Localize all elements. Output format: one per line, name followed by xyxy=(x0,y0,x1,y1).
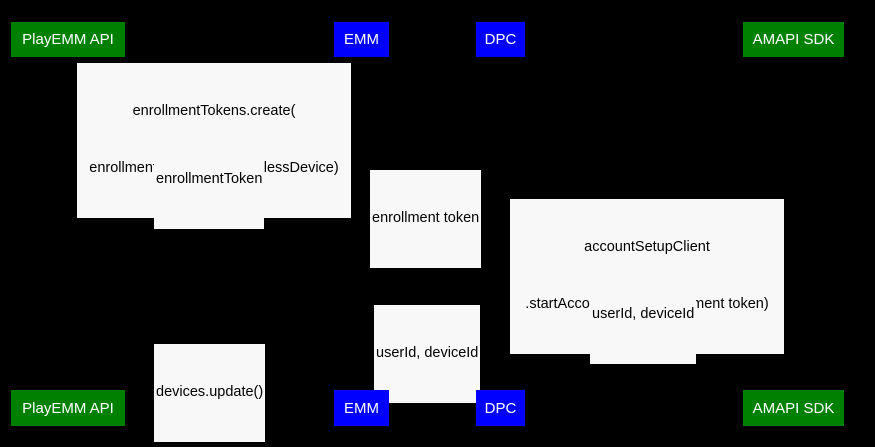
message-label-devices-update: devices.update() xyxy=(154,344,266,442)
message-label-enrollment-token-to-dpc: enrollment token xyxy=(370,170,482,268)
message-line: accountSetupClient xyxy=(584,239,710,255)
lifeline-emm xyxy=(361,57,362,390)
participant-footer-amapi-sdk[interactable]: AMAPI SDK xyxy=(743,390,844,426)
participant-header-dpc[interactable]: DPC xyxy=(476,22,525,57)
message-line: enrollment token xyxy=(372,210,480,226)
participant-footer-emm[interactable]: EMM xyxy=(334,390,389,426)
participant-label-amapi-sdk: AMAPI SDK xyxy=(752,31,835,48)
arrow-head-msg-4 xyxy=(785,235,793,243)
message-line: enrollmentToken xyxy=(156,171,263,187)
message-label-userid-deviceid-from-sdk: userId, deviceId xyxy=(590,266,697,364)
message-line: userId, deviceId xyxy=(376,345,479,361)
arrow-head-msg-5 xyxy=(500,284,508,292)
participant-label-emm-footer: EMM xyxy=(344,399,379,417)
participant-header-amapi-sdk[interactable]: AMAPI SDK xyxy=(743,22,844,57)
message-line: userId, deviceId xyxy=(592,306,695,322)
participant-footer-playemm-api[interactable]: PlayEMM API xyxy=(11,390,125,426)
arrow-head-msg-1 xyxy=(68,100,76,108)
arrow-head-msg-6 xyxy=(361,323,369,331)
participant-label-playemm-api: PlayEMM API xyxy=(22,31,114,48)
message-label-userid-deviceid-to-emm: userId, deviceId xyxy=(374,305,481,403)
participant-label-dpc-footer: DPC xyxy=(484,399,517,417)
participant-label-emm: EMM xyxy=(344,31,379,48)
participant-label-dpc: DPC xyxy=(484,31,517,48)
lifeline-playemm-api xyxy=(68,57,69,390)
participant-label-amapi-sdk-footer: AMAPI SDK xyxy=(752,399,835,417)
participant-footer-dpc[interactable]: DPC xyxy=(476,390,525,426)
message-label-enrollment-token-response: enrollmentToken xyxy=(154,131,265,229)
participant-header-emm[interactable]: EMM xyxy=(334,22,389,57)
participant-header-playemm-api[interactable]: PlayEMM API xyxy=(11,22,125,57)
message-line: devices.update() xyxy=(156,384,264,400)
participant-label-playemm-api-footer: PlayEMM API xyxy=(22,399,114,417)
message-line: enrollmentTokens.create( xyxy=(132,103,296,119)
lifeline-amapi-sdk xyxy=(793,57,794,390)
lifeline-dpc xyxy=(500,57,501,390)
arrow-head-msg-2 xyxy=(353,149,361,157)
arrow-head-msg-7 xyxy=(68,362,76,370)
arrow-head-msg-3 xyxy=(492,188,500,196)
